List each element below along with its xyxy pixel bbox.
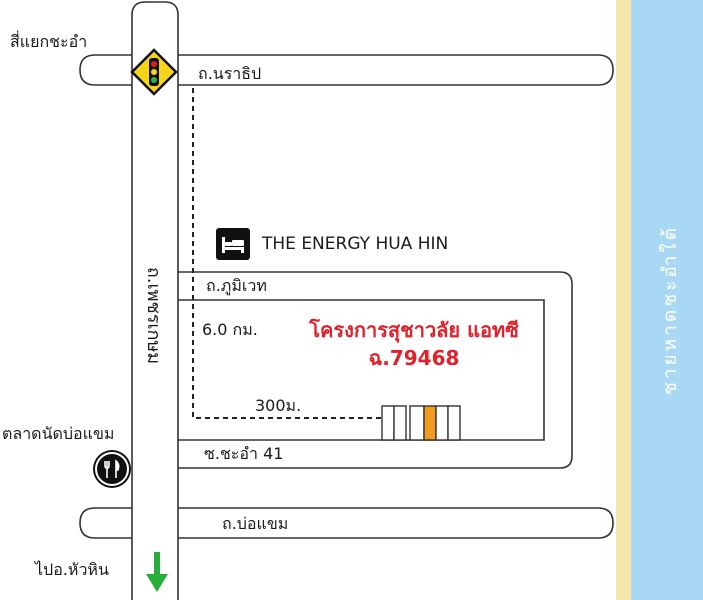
- sea-area: [631, 0, 703, 600]
- road-narathip-label: ถ.นราธิป: [198, 64, 262, 83]
- road-phetkasem: [131, 1, 179, 600]
- road-phumiwet-label: ถ.ภูมิเวท: [206, 276, 267, 295]
- junction-label: สี่แยกชะอำ: [10, 32, 88, 51]
- beach-label-wrap: ชายหาดชะอำใต้: [640, 190, 700, 430]
- route-dashed-line: [192, 88, 382, 419]
- arrow-down-icon: [146, 552, 168, 592]
- project-units: [381, 405, 461, 441]
- project-code: ฉ.79468: [368, 346, 460, 370]
- distance-m-label: 300ม.: [255, 396, 302, 415]
- road-phumiwet-loop: [178, 271, 573, 469]
- road-bokhaem: [79, 507, 614, 539]
- road-phetkasem-label-wrap: ถ.เพชรเกษม: [132, 240, 178, 390]
- hotel-label: THE ENERGY HUA HIN: [262, 234, 449, 254]
- project-label: โครงการสุชาวลัย แอทซี ฉ.79468: [298, 316, 530, 372]
- road-bokhaem-label: ถ.บ่อแขม: [222, 514, 289, 533]
- beach-label: ชายหาดชะอำใต้: [659, 224, 681, 396]
- bed-icon: [216, 228, 250, 260]
- road-phetkasem-label: ถ.เพชรเกษม: [143, 266, 165, 364]
- fork-knife-icon: [95, 452, 129, 486]
- project-name: โครงการสุชาวลัย แอทซี: [309, 318, 519, 342]
- traffic-light-icon: [130, 48, 178, 96]
- junction-fill-bottom: [133, 509, 177, 537]
- direction-label: ไปอ.หัวหิน: [35, 560, 109, 579]
- project-highlight-unit: [423, 405, 437, 441]
- distance-km-label: 6.0 กม.: [202, 320, 258, 339]
- soi-label: ซ.ชะอำ 41: [204, 444, 284, 463]
- market-label: ตลาดนัดบ่อแขม: [2, 424, 115, 443]
- sand-strip: [616, 0, 632, 600]
- road-narathip: [79, 54, 614, 86]
